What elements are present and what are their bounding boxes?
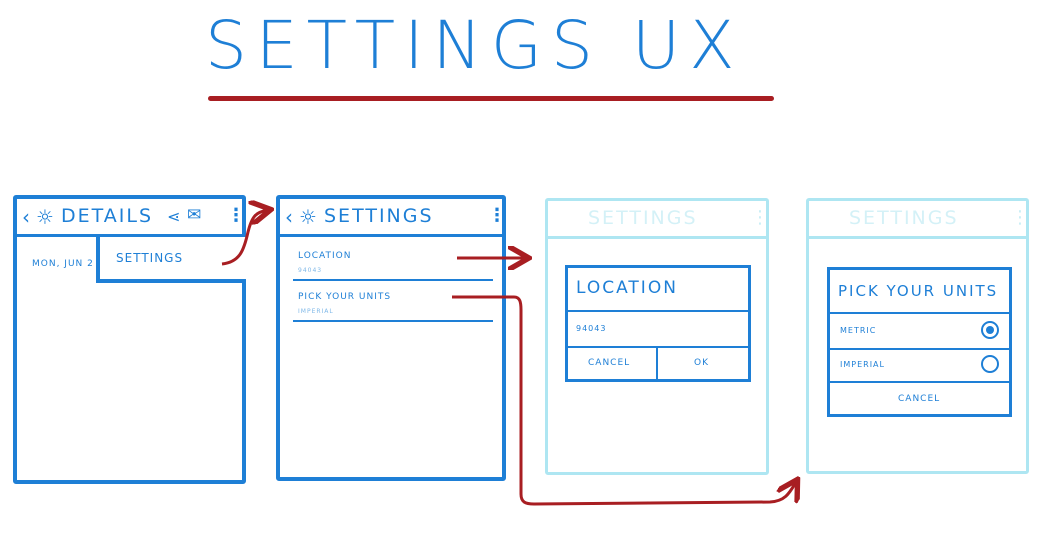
pref-divider (293, 279, 493, 281)
screen-settings: ‹ ☼ SETTINGS ⋮ LOCATION 94043 PICK YOUR … (276, 195, 506, 481)
diagram-title: SETTINGS UX (205, 7, 744, 84)
title-underline (208, 96, 774, 101)
overflow-menu-icon[interactable]: ⋮ (488, 205, 506, 226)
dialog-button-divider (656, 346, 658, 379)
pref-units-summary: IMPERIAL (298, 308, 334, 315)
pref-units-title[interactable]: PICK YOUR UNITS (298, 292, 392, 302)
screen-details: ‹ ☼ DETAILS ⋖ ✉ ⋮ MON, JUN 2 SETTINGS (13, 195, 246, 484)
metric-radio[interactable] (981, 321, 999, 339)
overflow-menu-icon: ⋮ (751, 207, 769, 228)
location-dialog-title: LOCATION (576, 278, 678, 298)
back-chevron-icon[interactable]: ‹ (285, 205, 293, 229)
screen-location-dialog: SETTINGS ⋮ LOCATION 94043 CANCEL OK (545, 198, 769, 475)
location-input[interactable]: 94043 (576, 324, 607, 333)
units-dialog-title: PICK YOUR UNITS (838, 282, 999, 300)
settings-toolbar-title: SETTINGS (324, 205, 434, 227)
location-dialog: LOCATION 94043 CANCEL OK (565, 265, 751, 382)
overflow-menu-icon[interactable]: ⋮ (227, 205, 245, 226)
back-chevron-icon[interactable]: ‹ (22, 205, 30, 229)
dialog-divider (830, 381, 1009, 383)
sun-icon: ☼ (36, 205, 54, 229)
dialog-divider (568, 346, 748, 348)
location-ok-button[interactable]: OK (694, 358, 709, 368)
units-dialog: PICK YOUR UNITS METRIC IMPERIAL CANCEL (827, 267, 1012, 417)
details-date: MON, JUN 2 (32, 259, 94, 269)
units-cancel-button[interactable]: CANCEL (898, 394, 941, 404)
pref-location-title[interactable]: LOCATION (298, 251, 352, 261)
units-option-metric[interactable]: METRIC (840, 326, 877, 335)
details-toolbar: ‹ ☼ DETAILS ⋖ ✉ ⋮ (17, 199, 245, 237)
settings-toolbar: ‹ ☼ SETTINGS ⋮ (280, 199, 506, 237)
imperial-radio[interactable] (981, 355, 999, 373)
sun-icon: ☼ (299, 205, 317, 229)
pref-divider (293, 320, 493, 322)
dialog-divider (830, 348, 1009, 350)
units-option-imperial[interactable]: IMPERIAL (840, 360, 885, 369)
overflow-menu-icon: ⋮ (1011, 207, 1029, 228)
dialog-divider (568, 310, 748, 312)
pref-location-summary: 94043 (298, 267, 323, 274)
units-bg-toolbar-title: SETTINGS (849, 207, 959, 229)
screen-units-dialog: SETTINGS ⋮ PICK YOUR UNITS METRIC IMPERI… (806, 198, 1029, 474)
location-bg-toolbar-title: SETTINGS (588, 207, 698, 229)
details-toolbar-title: DETAILS (61, 205, 154, 227)
share-icon[interactable]: ⋖ (167, 207, 181, 226)
radio-selected-dot (986, 326, 994, 334)
mail-icon[interactable]: ✉ (187, 205, 202, 225)
location-cancel-button[interactable]: CANCEL (588, 358, 631, 368)
dialog-divider (830, 312, 1009, 314)
overflow-menu-popup: SETTINGS (96, 237, 246, 283)
menu-item-settings[interactable]: SETTINGS (116, 251, 184, 265)
units-bg-toolbar: SETTINGS ⋮ (809, 201, 1029, 239)
location-bg-toolbar: SETTINGS ⋮ (548, 201, 769, 239)
